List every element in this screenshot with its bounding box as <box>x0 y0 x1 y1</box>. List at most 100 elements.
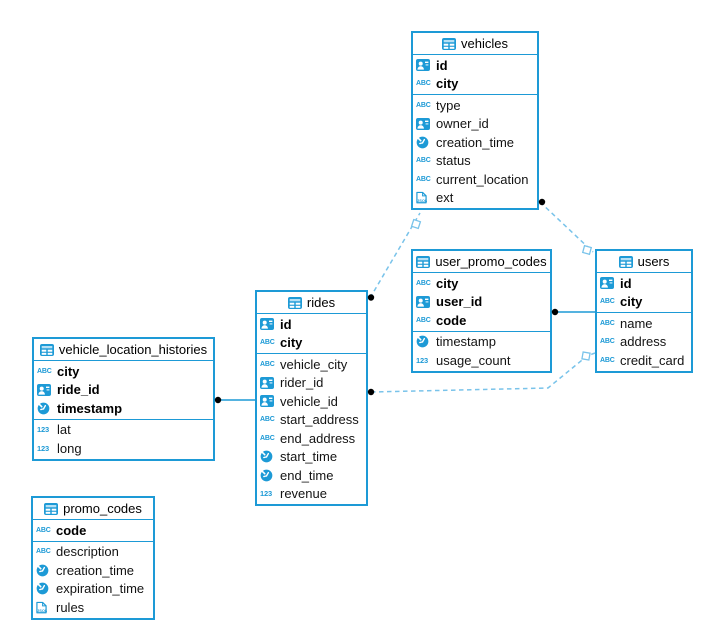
field-row[interactable]: id <box>257 315 366 334</box>
field-name: name <box>620 315 653 331</box>
field-row[interactable]: ABC city <box>597 293 691 312</box>
field-row[interactable]: ABC credit_card <box>597 351 691 370</box>
table-rides[interactable]: rides id ABC city ABC vehicle_city rider… <box>255 290 368 506</box>
field-row[interactable]: expiration_time <box>33 580 153 599</box>
time-type-icon <box>260 450 278 463</box>
table-header[interactable]: rides <box>257 292 366 314</box>
table-title: vehicle_location_histories <box>58 342 208 357</box>
table-title: rides <box>306 295 336 310</box>
table-user-promo-codes[interactable]: user_promo_codes ABC city user_id ABC co… <box>411 249 552 373</box>
primary-key-section: ABC code <box>33 520 153 541</box>
connector-dot <box>214 396 222 404</box>
field-row[interactable]: user_id <box>413 293 550 312</box>
field-row[interactable]: ABC city <box>413 75 537 94</box>
field-row[interactable]: 123 lat <box>34 421 213 440</box>
field-name: status <box>436 153 471 169</box>
connector-square <box>410 218 422 230</box>
field-name: end_address <box>280 430 356 446</box>
field-row[interactable]: ABC vehicle_city <box>257 355 366 374</box>
field-row[interactable]: id <box>413 56 537 75</box>
field-row[interactable]: end_time <box>257 466 366 485</box>
field-row[interactable]: owner_id <box>413 115 537 134</box>
field-name: user_id <box>436 294 483 310</box>
field-row[interactable]: creation_time <box>413 133 537 152</box>
field-row[interactable]: ABC city <box>34 362 213 381</box>
primary-key-section: id ABC city <box>257 314 366 353</box>
time-type-icon <box>260 469 278 482</box>
field-row[interactable]: timestamp <box>34 399 213 418</box>
field-row[interactable]: 123 revenue <box>257 485 366 504</box>
text-type-icon: ABC <box>416 316 431 324</box>
table-promo-codes[interactable]: promo_codes ABC code ABC description cre… <box>31 496 155 620</box>
field-name: city <box>620 294 643 310</box>
field-row[interactable]: ABC end_address <box>257 429 366 448</box>
fields-section: ABC description creation_time expiration… <box>33 540 153 618</box>
table-icon <box>619 256 633 268</box>
field-name: description <box>56 544 119 560</box>
field-row[interactable]: timestamp <box>413 333 550 352</box>
table-vehicle-location-histories[interactable]: vehicle_location_histories ABC city ride… <box>32 337 215 461</box>
text-type-icon: ABC <box>37 367 52 375</box>
field-row[interactable]: ABC city <box>413 274 550 293</box>
fields-section: ABC name ABC address ABC credit_card <box>597 312 691 371</box>
field-row[interactable]: ABC city <box>257 334 366 353</box>
field-name: id <box>436 57 448 73</box>
id-type-icon <box>416 118 434 130</box>
field-row[interactable]: creation_time <box>33 561 153 580</box>
field-row[interactable]: ABC status <box>413 152 537 171</box>
field-row[interactable]: ABC start_address <box>257 411 366 430</box>
field-row[interactable]: ABC name <box>597 314 691 333</box>
time-type-icon <box>37 402 55 415</box>
relationship-vehicles-users <box>538 198 594 256</box>
field-row[interactable]: ABC description <box>33 543 153 562</box>
number-type-icon: 123 <box>37 425 49 435</box>
table-title: promo_codes <box>63 501 142 516</box>
field-name: lat <box>57 422 71 438</box>
field-row[interactable]: start_time <box>257 448 366 467</box>
table-users[interactable]: users id ABC city ABC name ABC address A… <box>595 249 693 373</box>
connector-dot <box>367 294 375 301</box>
field-row[interactable]: ext <box>413 189 537 208</box>
field-row[interactable]: ABC address <box>597 333 691 352</box>
primary-key-section: id ABC city <box>597 273 691 312</box>
table-header[interactable]: vehicle_location_histories <box>34 339 213 361</box>
field-name: creation_time <box>436 134 515 150</box>
time-type-icon <box>36 582 54 595</box>
text-type-icon: ABC <box>600 298 615 306</box>
table-icon <box>40 344 54 356</box>
table-header[interactable]: vehicles <box>413 33 537 55</box>
field-row[interactable]: ABC code <box>413 311 550 330</box>
table-header[interactable]: user_promo_codes <box>413 251 550 273</box>
fields-section: ABC vehicle_city rider_id vehicle_id ABC… <box>257 353 366 504</box>
field-row[interactable]: rider_id <box>257 374 366 393</box>
text-type-icon: ABC <box>416 80 431 88</box>
field-name: vehicle_id <box>280 393 338 409</box>
table-icon <box>44 503 58 515</box>
text-type-icon: ABC <box>600 356 615 364</box>
text-type-icon: ABC <box>416 175 431 183</box>
field-row[interactable]: ride_id <box>34 381 213 400</box>
field-row[interactable]: ABC type <box>413 96 537 115</box>
connector-square <box>581 244 593 256</box>
field-name: creation_time <box>56 562 135 578</box>
table-header[interactable]: users <box>597 251 691 273</box>
field-row[interactable]: vehicle_id <box>257 392 366 411</box>
number-type-icon: 123 <box>37 443 49 453</box>
field-name: owner_id <box>436 116 489 132</box>
table-title: vehicles <box>461 36 508 51</box>
field-row[interactable]: rules <box>33 598 153 617</box>
text-type-icon: ABC <box>260 416 275 424</box>
field-row[interactable]: id <box>597 274 691 293</box>
field-row[interactable]: ABC current_location <box>413 170 537 189</box>
table-icon <box>288 297 302 309</box>
field-row[interactable]: 123 long <box>34 439 213 458</box>
table-vehicles[interactable]: vehicles id ABC city ABC type owner_id c… <box>411 31 539 210</box>
field-name: ext <box>436 190 454 206</box>
field-name: city <box>436 275 459 291</box>
table-header[interactable]: promo_codes <box>33 498 153 520</box>
field-row[interactable]: ABC code <box>33 521 153 540</box>
text-type-icon: ABC <box>416 101 431 109</box>
field-row[interactable]: 123 usage_count <box>413 351 550 370</box>
fields-section: timestamp 123 usage_count <box>413 330 550 371</box>
text-type-icon: ABC <box>600 319 615 327</box>
